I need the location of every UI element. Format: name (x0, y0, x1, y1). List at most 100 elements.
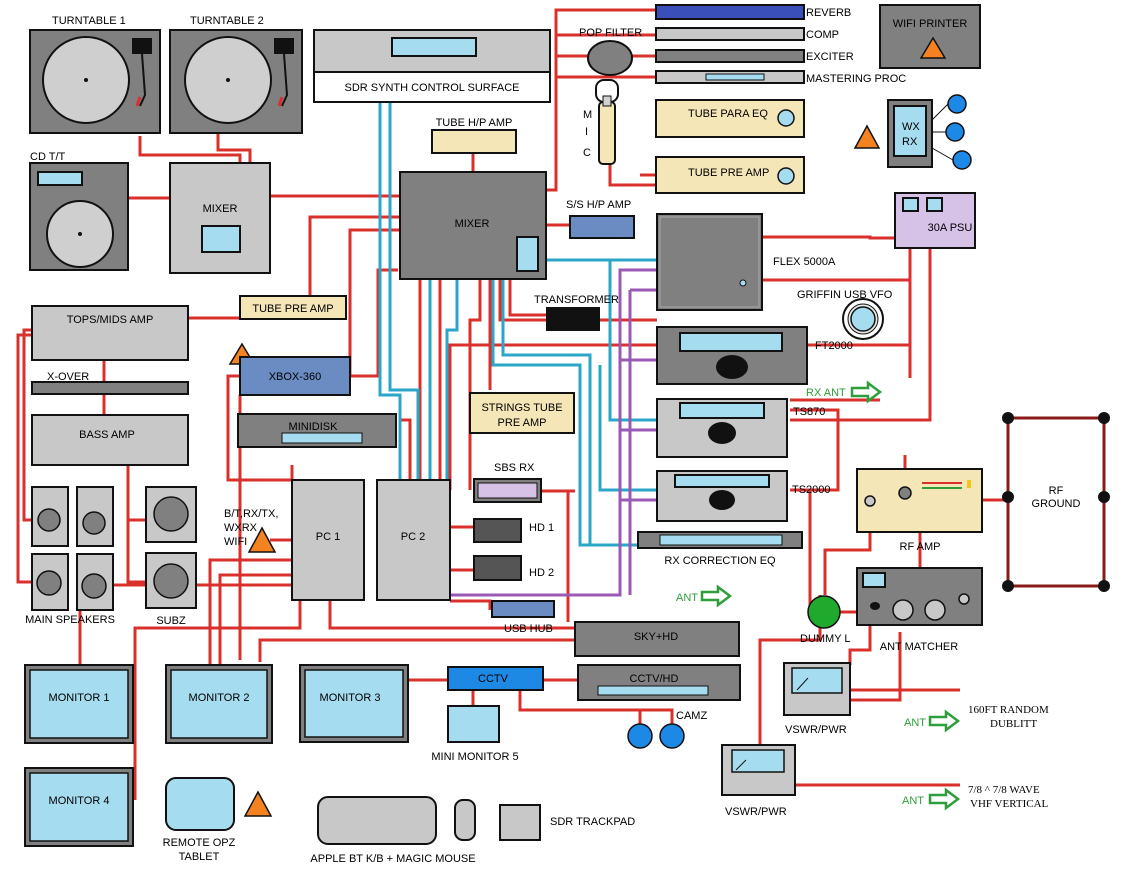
strings-tube-label-1: STRINGS TUBE (481, 402, 562, 414)
sbs-rx-label: SBS RX (494, 462, 535, 474)
main-mixer (399, 171, 547, 280)
dummy-load-label: DUMMY L (800, 633, 851, 645)
sdr-synth-control-surface (313, 29, 551, 103)
mic-label-i: I (585, 126, 588, 138)
reverb-label: REVERB (806, 7, 851, 19)
hd-2-label: HD 2 (529, 567, 554, 579)
pop-filter (587, 40, 633, 76)
sdr-trackpad (499, 804, 541, 841)
sbs-rx (473, 478, 542, 503)
ant2-label: ANT (904, 717, 926, 729)
flex-5000a (656, 213, 763, 311)
wx-rx-warning-icon (853, 124, 881, 149)
tablet-warning-icon (243, 790, 273, 817)
ant2-arrow (928, 710, 960, 732)
rf-ground-loop (1002, 412, 1110, 592)
rf-amp (856, 468, 983, 533)
main-mixer-label: MIXER (455, 218, 490, 230)
ant1-label: ANT (676, 592, 698, 604)
rf-amp-label: RF AMP (900, 541, 941, 553)
wx-rx-antenna-3 (952, 150, 972, 170)
griffin-label: GRIFFIN USB VFO (797, 289, 893, 301)
turntable-2 (169, 29, 303, 134)
remote-tablet (165, 777, 235, 831)
main-speakers-label: MAIN SPEAKERS (25, 614, 115, 626)
xbox-360 (239, 356, 351, 396)
wx-rx-label-2: RX (902, 136, 918, 148)
griffin-usb-vfo[interactable] (842, 298, 884, 340)
pc-1-label: PC 1 (316, 531, 340, 543)
camera-2 (659, 723, 685, 749)
wx-receiver (887, 99, 933, 168)
comp-unit (655, 27, 805, 41)
bass-amp (31, 414, 189, 466)
vhf-vertical-label-1: 7/8 ^ 7/8 WAVE (968, 784, 1040, 796)
hd-2 (473, 555, 522, 581)
microphone (595, 79, 619, 165)
pop-filter-label: POP FILTER (579, 27, 642, 39)
remote-tablet-label-1: REMOTE OPZ (163, 837, 236, 849)
apple-kb-label: APPLE BT K/B + MAGIC MOUSE (310, 853, 475, 865)
monitor-4-label: MONITOR 4 (49, 795, 110, 807)
vswr-2-label: VSWR/PWR (725, 806, 787, 818)
bt-wifi-label-3: WIFI (224, 536, 247, 548)
wiring-blue (378, 102, 657, 547)
bt-wifi-label-2: WXRX (224, 522, 258, 534)
ts870 (656, 398, 788, 458)
cctv-label: CCTV (478, 673, 509, 685)
usb-hub-label: USB HUB (504, 623, 553, 635)
rx-ant-label: RX ANT (806, 387, 846, 399)
psu-30a (894, 192, 976, 249)
monitor-3-label: MONITOR 3 (320, 692, 381, 704)
wifi-warning-icon (247, 526, 277, 553)
mic-label-c: C (583, 147, 591, 159)
monitor-1 (24, 664, 134, 744)
monitor-4 (24, 767, 134, 847)
tube-para-eq-knob (777, 109, 795, 127)
tube-pre-amp-top-knob (777, 167, 795, 185)
ant3-label: ANT (902, 795, 924, 807)
flex-label: FLEX 5000A (773, 256, 836, 268)
mini-monitor-5 (447, 705, 500, 743)
ant-matcher-label: ANT MATCHER (880, 641, 958, 653)
dummy-load (807, 595, 841, 629)
monitor-1-label: MONITOR 1 (49, 692, 110, 704)
subwoofers (145, 486, 197, 609)
vswr-pwr-1 (783, 662, 851, 716)
pc-1 (291, 479, 365, 601)
ft2000-label: FT2000 (815, 340, 853, 352)
random-dublitt-label-2: DUBLITT (990, 718, 1037, 730)
wifi-printer-label: WIFI PRINTER (893, 18, 968, 30)
wx-rx-label-1: WX (902, 121, 920, 133)
usb-hub (491, 600, 555, 618)
main-speakers (31, 486, 114, 611)
rx-corr-eq-label: RX CORRECTION EQ (664, 555, 776, 567)
camera-1 (627, 723, 653, 749)
hd-1 (473, 518, 522, 543)
vhf-vertical-label-2: VHF VERTICAL (970, 798, 1049, 810)
turntable-2-label: TURNTABLE 2 (190, 15, 264, 27)
monitor-3 (299, 664, 409, 743)
exciter-label: EXCITER (806, 51, 854, 63)
minidisk-label: MINIDISK (289, 421, 339, 433)
transformer-label: TRANSFORMER (534, 294, 619, 306)
hd-1-label: HD 1 (529, 522, 554, 534)
wx-rx-antenna-1 (947, 94, 967, 114)
reverb-unit (655, 4, 805, 20)
cctv (447, 666, 544, 691)
dj-mixer (169, 162, 271, 274)
wifi-printer (879, 4, 981, 69)
ant1-arrow (700, 585, 732, 607)
pc-2 (376, 479, 451, 601)
tube-pre-amp-mid (239, 295, 347, 320)
bass-amp-label: BASS AMP (79, 429, 135, 441)
mic-label-m: M (583, 109, 592, 121)
tube-para-eq-label: TUBE PARA EQ (688, 108, 768, 120)
mastering-proc-unit (655, 70, 805, 84)
sky-hd-label: SKY+HD (634, 631, 678, 643)
tops-mids-amp (31, 305, 189, 361)
mastering-label: MASTERING PROC (806, 73, 906, 85)
turntable-1-label: TURNTABLE 1 (52, 15, 126, 27)
apple-keyboard (317, 796, 437, 845)
rx-correction-eq-display (659, 534, 783, 546)
